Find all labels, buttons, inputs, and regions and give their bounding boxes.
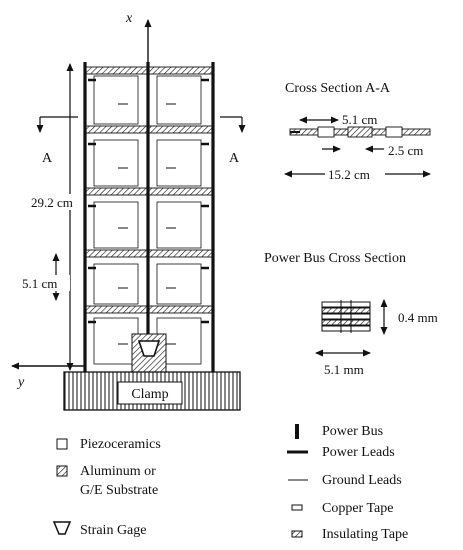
square-outline-icon <box>56 438 68 450</box>
clamp-label-box <box>117 381 183 405</box>
power-leads <box>88 78 209 324</box>
ground-leads <box>118 103 176 345</box>
height-label: 29.2 cm <box>31 195 73 210</box>
legend-power-bus: Power Bus <box>322 424 383 439</box>
dim-height-label: 0.4 mm <box>398 310 438 325</box>
legend-aluminum: Aluminum or <box>80 464 156 479</box>
section-marker-right: A <box>229 151 240 166</box>
legend-ground-leads: Ground Leads <box>322 473 402 488</box>
legend-insulating-tape: Insulating Tape <box>322 527 408 542</box>
cross-section-aa: Cross Section A-A 5.1 cm 2.5 cm 15.2 cm <box>284 81 431 182</box>
legend-piezoceramics: Piezoceramics <box>80 437 161 452</box>
legend-left: Piezoceramics Aluminum or G/E Substrate … <box>52 437 161 538</box>
power-bus-title: Power Bus Cross Section <box>264 251 406 266</box>
piezo-panels <box>93 75 202 365</box>
section-marker-left: A <box>42 151 53 166</box>
power-bus-section: Power Bus Cross Section 0.4 mm 5.1 mm <box>264 251 438 377</box>
legend-right: Power Bus Power Leads Ground Leads Coppe… <box>287 424 408 542</box>
trapezoid-icon <box>52 521 72 535</box>
cross-section-title: Cross Section A-A <box>285 81 391 96</box>
legend-ge-substrate: G/E Substrate <box>80 483 158 498</box>
hatched-square-icon <box>56 465 68 477</box>
hatched-small-rectangle-icon <box>291 530 303 538</box>
x-axis-label: x <box>125 11 133 26</box>
legend-power-leads: Power Leads <box>322 445 395 460</box>
main-structure: x <box>11 11 246 411</box>
power-bus-columns <box>83 62 215 372</box>
legend-copper-tape: Copper Tape <box>322 501 393 516</box>
dim-total-label: 15.2 cm <box>328 167 370 182</box>
dim-gap-label: 2.5 cm <box>388 143 423 158</box>
bay-label: 5.1 cm <box>22 276 57 291</box>
small-rectangle-icon <box>291 504 303 511</box>
dim-center-label: 5.1 cm <box>342 112 377 127</box>
dim-width-label: 5.1 mm <box>324 362 364 377</box>
clamp-label: Clamp <box>131 387 168 402</box>
strain-gage-icon <box>137 340 161 357</box>
y-axis-label: y <box>16 375 25 390</box>
legend-strain-gage: Strain Gage <box>80 523 146 538</box>
